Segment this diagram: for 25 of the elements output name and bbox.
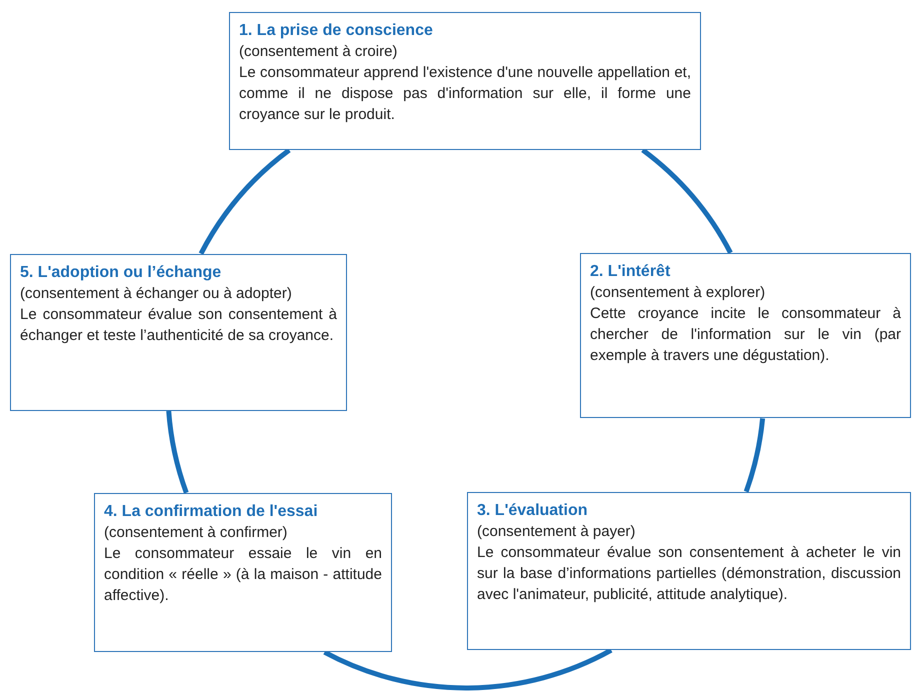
stage-subtitle: (consentement à confirmer) bbox=[104, 523, 288, 543]
stage-title: 2. L'intérêt bbox=[590, 262, 672, 282]
stage-description: Le consommateur évalue son consentement à échanger et teste l’authenticité de sa croyance. bbox=[20, 305, 337, 346]
cycle-arc bbox=[166, 410, 189, 494]
stage-title: 1. La prise de conscience bbox=[239, 21, 434, 41]
stage-box bbox=[10, 254, 347, 411]
stage-description: Le consommateur essaie le vin en condition « réelle » (à la maison - attitude affective). bbox=[104, 544, 382, 606]
stage-description: Le consommateur apprend l'existence d'une nouvelle appellation et, comme il ne dispose pas d'information sur elle, il forme une croyance sur le produit. bbox=[239, 63, 691, 125]
stage-title: 4. La confirmation de l'essai bbox=[104, 502, 319, 522]
stage-title: 3. L'évaluation bbox=[477, 501, 588, 521]
cycle-arc bbox=[641, 148, 733, 254]
cycle-arc bbox=[323, 648, 612, 690]
cycle-arc bbox=[744, 418, 766, 492]
stage-box bbox=[580, 253, 911, 418]
stage-description: Cette croyance incite le consommateur à chercher de l'information sur le vin (par exemple à travers une dégustation). bbox=[590, 304, 901, 366]
stage-subtitle: (consentement à explorer) bbox=[590, 283, 766, 303]
stage-box bbox=[467, 492, 911, 650]
stage-subtitle: (consentement à échanger ou à adopter) bbox=[20, 284, 293, 304]
stage-subtitle: (consentement à croire) bbox=[239, 42, 398, 62]
stage-box bbox=[229, 12, 701, 150]
stage-title: 5. L'adoption ou l’échange bbox=[20, 263, 222, 283]
cycle-arc bbox=[198, 148, 291, 255]
stage-box bbox=[94, 493, 392, 652]
stage-description: Le consommateur évalue son consentement à acheter le vin sur la base d’informations partielles (démonstration, discussion avec l'animateur, publicité, attitude analytique). bbox=[477, 543, 901, 605]
stage-subtitle: (consentement à payer) bbox=[477, 522, 636, 542]
